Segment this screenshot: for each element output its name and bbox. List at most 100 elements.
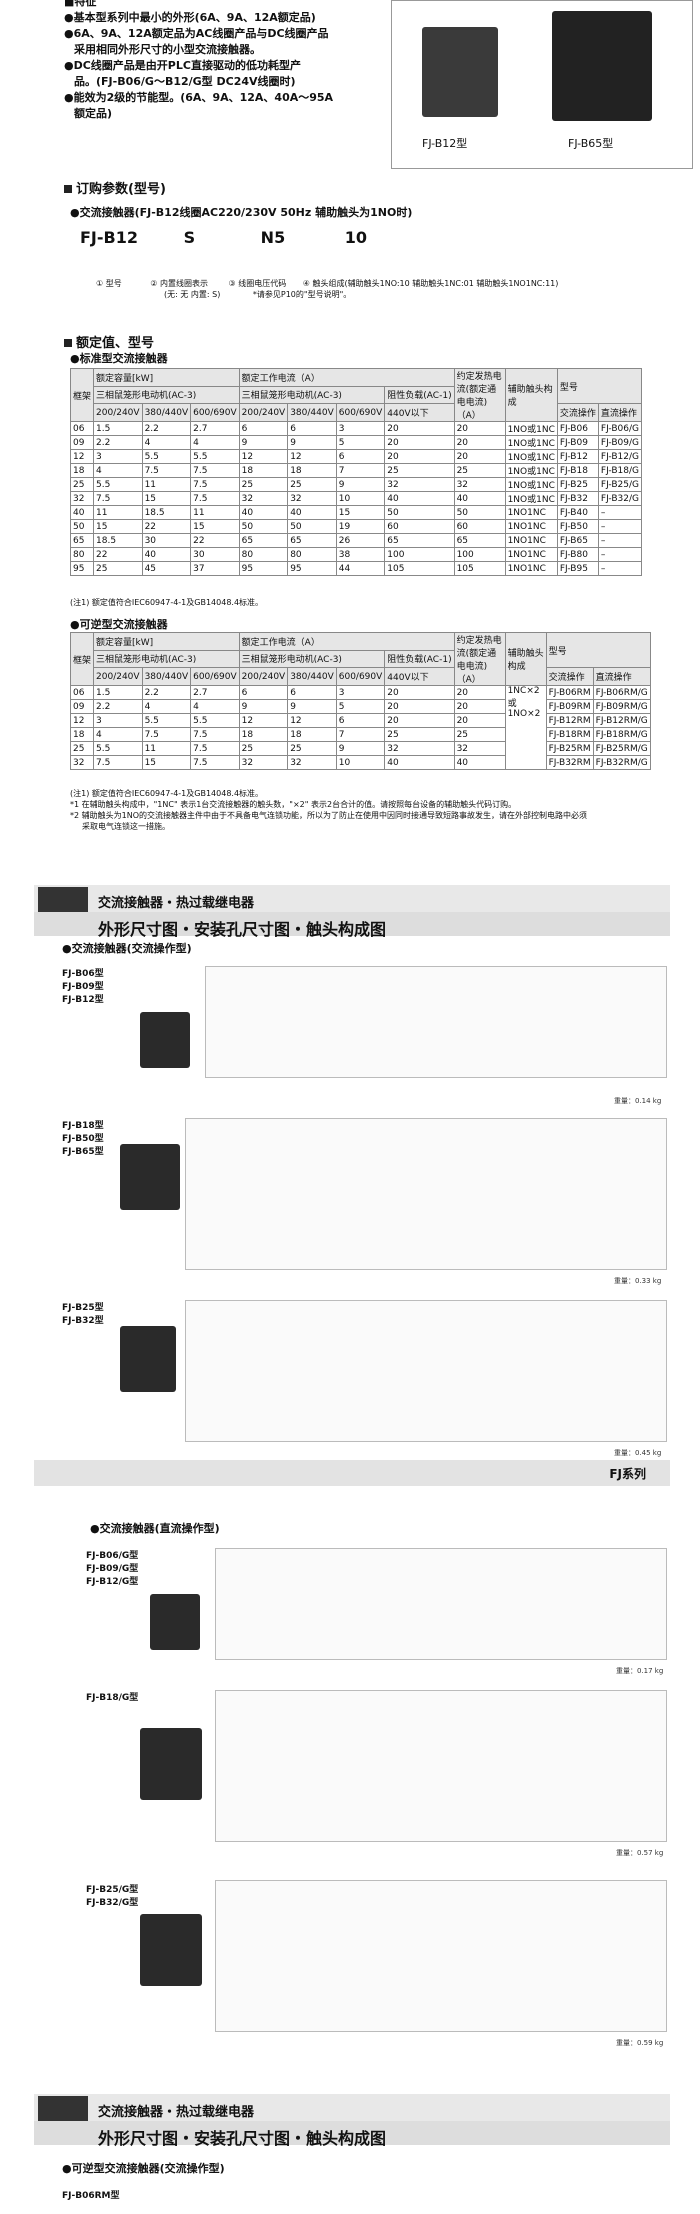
note: (无: 无 内置: S) (164, 290, 221, 299)
table-cell: 3 (93, 449, 143, 464)
section3-band: 外形尺寸图・安装孔尺寸图・触头构成图 (34, 2121, 670, 2148)
th-motor: 三相鼠笼形电动机(AC-3) (93, 649, 240, 669)
series-label: FJ系列 (609, 1467, 646, 1481)
note: ④ 触头组成(辅助触头1NO:10 辅助触头1NC:01 辅助触头1NO1NC:… (302, 279, 559, 288)
table-cell: 12 (287, 449, 337, 464)
table-cell: FJ-B18RM (545, 727, 594, 742)
rev-note: (注1) 额定值符合IEC60947-4-1及GB14048.4标准。 (70, 789, 264, 798)
table-cell: 25 (453, 727, 506, 742)
table-cell: 1NO1NC (504, 533, 558, 548)
table-cell: 65 (238, 533, 289, 548)
dimension-drawing (205, 966, 667, 1078)
table-cell: FJ-B32RM (545, 755, 594, 770)
table-cell: 32 (69, 491, 95, 506)
table-cell: 4 (190, 435, 240, 450)
table-cell: 7.5 (190, 727, 240, 742)
table-cell: FJ-B09RM/G (592, 699, 651, 714)
table-cell: 18 (238, 727, 289, 742)
table-cell: 7.5 (190, 477, 240, 492)
logo-icon (38, 2096, 88, 2122)
table-cell: 1NO或1NC (504, 477, 558, 492)
th-dc: 直流操作 (592, 667, 651, 686)
table-cell: 50 (287, 519, 337, 534)
th-v: 440V以下 (384, 667, 455, 686)
table-cell: 7.5 (190, 463, 240, 478)
table-cell: 7.5 (93, 491, 143, 506)
th-v: 440V以下 (384, 403, 455, 422)
table-cell: 20 (453, 421, 506, 436)
note: ③ 线圈电压代码 (228, 279, 287, 288)
product-photo (150, 1594, 200, 1650)
model-label: FJ-B12/G型 (86, 1577, 139, 1587)
table-cell: 100 (453, 547, 506, 562)
table-cell: FJ-B06RM (545, 685, 594, 700)
th-v: 600/690V (190, 403, 240, 422)
table-cell: 2.2 (93, 699, 143, 714)
table-cell: 32 (287, 491, 337, 506)
std-table: 框架 额定容量[kW] 额定工作电流（A） 约定发热电流(额定通电电流)（A） … (69, 367, 642, 576)
table-cell: 5.5 (190, 713, 240, 728)
table-cell: 6 (238, 421, 289, 436)
table-cell: 65 (384, 533, 455, 548)
table-cell: 19 (335, 519, 386, 534)
table-cell: 1NO1NC (504, 519, 558, 534)
product-photo (120, 1144, 180, 1210)
table-cell: 32 (453, 741, 506, 756)
table-cell: 6 (335, 449, 386, 464)
table-cell: 32 (453, 477, 506, 492)
order-code: FJ-B12 S N5 10 (80, 228, 367, 247)
table-cell: 20 (453, 685, 506, 700)
table-cell: 1NO或1NC (504, 421, 558, 436)
table-cell: FJ-B25RM (545, 741, 594, 756)
weight-label: 重量：0.17 kg (616, 1667, 664, 1675)
ratings-title: 额定值、型号 (64, 332, 154, 351)
table-cell: 20 (384, 699, 455, 714)
table-cell: 80 (69, 547, 95, 562)
table-cell: 40 (141, 547, 192, 562)
table-cell: 18 (69, 727, 95, 742)
table-cell: 2.2 (141, 685, 192, 700)
note: ① 型号 (96, 279, 122, 288)
code-aux: 10 (344, 228, 368, 247)
table-cell: 5.5 (141, 713, 192, 728)
rev-title: ●可逆型交流接触器 (70, 618, 168, 631)
table-cell: 9 (238, 699, 289, 714)
dimension-drawing (215, 1880, 667, 2032)
table-cell: 25 (287, 477, 337, 492)
table-cell: 25 (69, 477, 95, 492)
table-cell: FJ-B09 (556, 435, 599, 450)
weight-label: 重量：0.59 kg (616, 2039, 664, 2047)
th-capacity: 额定容量[kW] (93, 368, 240, 387)
th-v: 380/440V (287, 403, 337, 422)
th-v: 380/440V (141, 667, 192, 686)
note: ② 内置线圈表示 (150, 279, 208, 288)
group-label: FJ-B25型 FJ-B32型 (62, 1302, 104, 1328)
table-cell: 40 (238, 505, 289, 520)
table-cell: 32 (238, 755, 289, 770)
table-cell: 60 (453, 519, 506, 534)
section3-banner-text: 交流接触器・热过载继电器 (98, 2105, 255, 2120)
rev-notes: (注1) 额定值符合IEC60947-4-1及GB14048.4标准。 *1 在… (70, 788, 690, 832)
table-cell: 95 (287, 561, 337, 576)
section1-sub: ●交流接触器(交流操作型) (62, 942, 192, 955)
th-v: 380/440V (141, 403, 192, 422)
table-cell: 6 (287, 685, 337, 700)
table-cell: 15 (141, 755, 192, 770)
th-aux: 辅助触头构成 (504, 632, 547, 686)
std-note: (注1) 额定值符合IEC60947-4-1及GB14048.4标准。 (70, 598, 264, 607)
table-cell: 06 (69, 421, 95, 436)
table-cell: 5.5 (93, 741, 143, 756)
group-label: FJ-B06型 FJ-B09型 FJ-B12型 (62, 968, 104, 1007)
series-bar: FJ系列 (34, 1460, 670, 1486)
table-cell: 11 (190, 505, 240, 520)
table-cell: 65 (69, 533, 95, 548)
table-cell: 7.5 (190, 755, 240, 770)
table-cell: 32 (238, 491, 289, 506)
table-cell: 25 (238, 477, 289, 492)
table-cell: 5 (335, 699, 386, 714)
